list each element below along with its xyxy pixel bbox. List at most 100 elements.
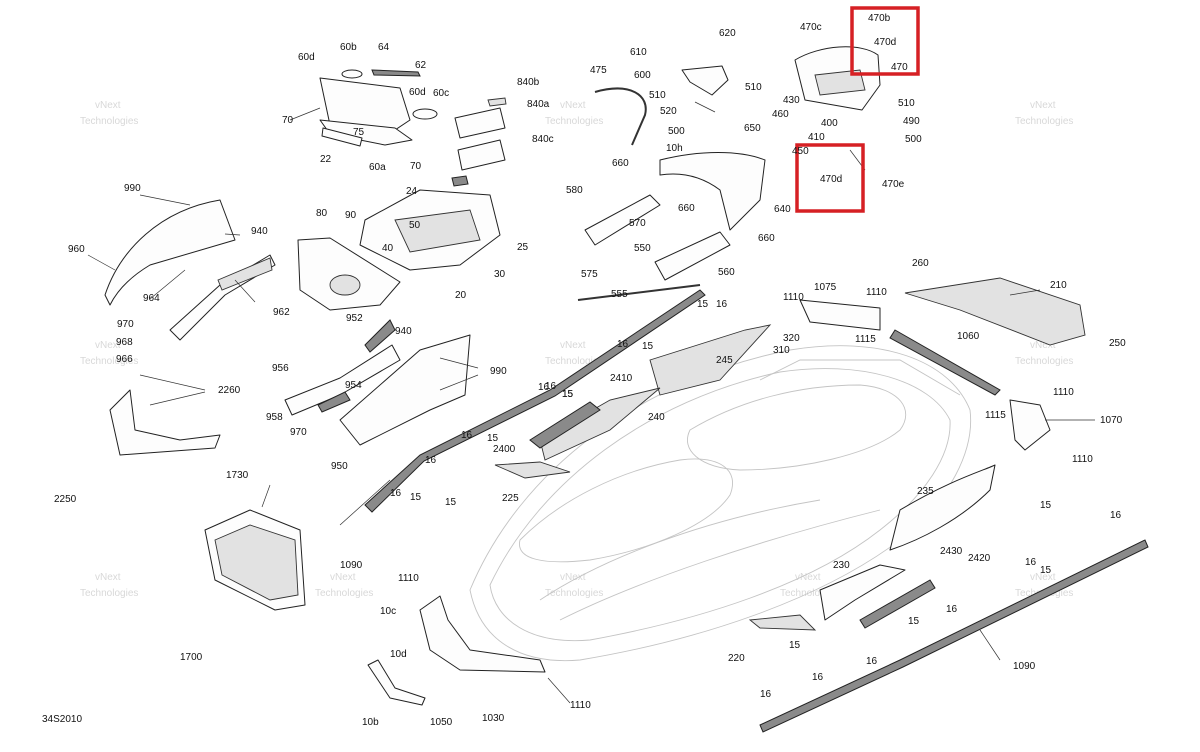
watermark-vnext: vNext [560, 100, 586, 111]
watermark-tech: Technologies [80, 356, 138, 367]
part-label: 430 [783, 95, 800, 106]
part-label: 580 [566, 185, 583, 196]
watermark-vnext: vNext [95, 100, 121, 111]
part-label: 960 [68, 244, 85, 255]
part-label: 475 [590, 65, 607, 76]
part-label: 555 [611, 289, 628, 300]
part-label: 50 [409, 220, 421, 231]
part-label: 310 [773, 345, 790, 356]
part-label: 250 [1109, 338, 1126, 349]
part-label: 16 [946, 604, 958, 615]
watermark-tech: Technologies [80, 588, 138, 599]
part-80 [297, 237, 401, 311]
part-label: 1115 [985, 410, 1006, 421]
part-label: 990 [490, 366, 507, 377]
part-label: 1110 [783, 292, 804, 303]
part-label: 962 [273, 307, 290, 318]
part-label: 22 [320, 154, 332, 165]
part-label: 16 [1025, 557, 1037, 568]
part-label: 10h [666, 143, 683, 154]
part-label: 400 [821, 118, 838, 129]
part-label: 1060 [957, 331, 980, 342]
part-label: 90 [345, 210, 357, 221]
part-label: 970 [290, 427, 307, 438]
part-label: 1070 [1100, 415, 1123, 426]
hull-outline [469, 345, 972, 662]
part-label: 15 [908, 616, 920, 627]
watermark-tech: Technologies [545, 356, 603, 367]
part-label: 575 [581, 269, 598, 280]
part-label: 245 [716, 355, 733, 366]
part-label: 966 [116, 354, 133, 365]
part-label: 958 [266, 412, 283, 423]
part-rail-right [759, 539, 1149, 733]
part-label: 1090 [1013, 661, 1036, 672]
part-label: 470b [868, 13, 891, 24]
part-label: 15 [1040, 500, 1052, 511]
part-label: 500 [668, 126, 685, 137]
part-label: 510 [898, 98, 915, 109]
part-label: 1030 [482, 713, 505, 724]
part-label: 64 [378, 42, 390, 53]
part-label: 2420 [968, 553, 991, 564]
watermark-vnext: vNext [560, 340, 586, 351]
part-label: 470c [800, 22, 822, 33]
part-label: 660 [678, 203, 695, 214]
part-label: 15 [410, 492, 422, 503]
part-label: 80 [316, 208, 328, 219]
part-label: 620 [719, 28, 736, 39]
part-label: 1090 [340, 560, 363, 571]
part-label: 220 [728, 653, 745, 664]
part-label: 660 [758, 233, 775, 244]
part-label: 500 [905, 134, 922, 145]
part-label: 2430 [940, 546, 963, 557]
part-label: 16 [1110, 510, 1122, 521]
part-label: 950 [331, 461, 348, 472]
part-label: 2260 [218, 385, 241, 396]
part-210 [904, 277, 1086, 346]
part-label: 1700 [180, 652, 203, 663]
part-label: 470 [891, 62, 908, 73]
part-label: 15 [697, 299, 709, 310]
watermark-tech: Technologies [315, 588, 373, 599]
part-label: 15 [642, 341, 654, 352]
part-label: 25 [517, 242, 529, 253]
part-label: 640 [774, 204, 791, 215]
part-label: 15 [487, 433, 499, 444]
part-label: 210 [1050, 280, 1067, 291]
part-label: 2400 [493, 444, 516, 455]
part-label: 16 [390, 488, 402, 499]
part-label: 15 [445, 497, 457, 508]
part-label: 410 [808, 132, 825, 143]
part-label: 964 [143, 293, 160, 304]
part-label: 840a [527, 99, 550, 110]
part-label: 940 [251, 226, 268, 237]
part-label: 230 [833, 560, 850, 571]
part-label: 840c [532, 134, 554, 145]
part-label: 470e [882, 179, 905, 190]
part-label: 10d [390, 649, 407, 660]
part-label: 16 [617, 339, 629, 350]
part-label: 75 [353, 127, 365, 138]
part-label: 550 [634, 243, 651, 254]
part-label: 15 [562, 389, 574, 400]
watermark-tech: Technologies [780, 588, 838, 599]
diagram-code: 34S2010 [42, 714, 82, 725]
highlight-box-470d [795, 143, 865, 213]
part-rail-left [364, 289, 706, 513]
part-label: 954 [345, 380, 362, 391]
part-label: 16 [461, 430, 473, 441]
part-label: 470d [874, 37, 896, 48]
watermark-tech: Technologies [545, 588, 603, 599]
part-label: 490 [903, 116, 920, 127]
leader-lines [87, 101, 1095, 704]
watermark-vnext: vNext [1030, 340, 1056, 351]
part-label: 24 [406, 186, 418, 197]
part-label: 2410 [610, 373, 633, 384]
part-label: 60b [340, 42, 357, 53]
part-label: 60a [369, 162, 386, 173]
part-label: 1110 [1053, 387, 1074, 398]
part-label: 956 [272, 363, 289, 374]
part-label: 570 [629, 218, 646, 229]
